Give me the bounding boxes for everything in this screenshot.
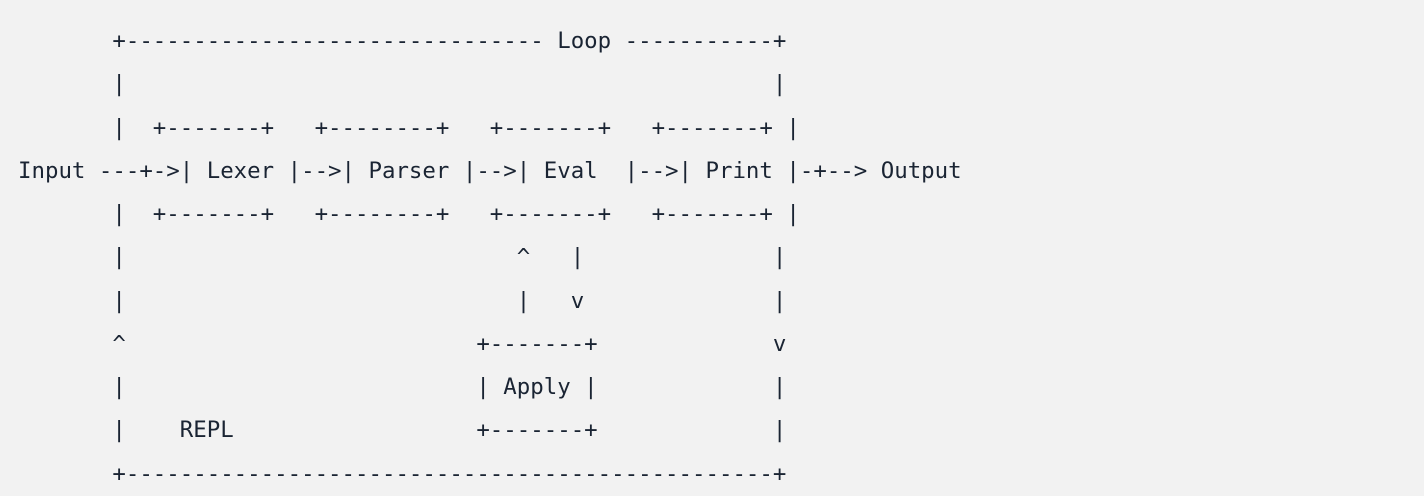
diagram-line: | +-------+ +--------+ +-------+ +------… (18, 201, 800, 227)
diagram-line: | | v | (18, 287, 787, 314)
diagram-line: +------------------------------- Loop --… (18, 28, 787, 54)
diagram-line: Input ---+->| Lexer |-->| Parser |-->| E… (18, 157, 962, 184)
diagram-line: ^ +-------+ v (18, 330, 787, 357)
diagram-line: | | Apply | | (18, 374, 787, 400)
repl-ascii-diagram: +------------------------------- Loop --… (18, 20, 962, 496)
diagram-line: | REPL +-------+ | (18, 417, 787, 444)
diagram-line: | ^ | | (18, 244, 787, 271)
diagram-line: +---------------------------------------… (18, 460, 787, 487)
diagram-line: | +-------+ +--------+ +-------+ +------… (18, 114, 800, 141)
diagram-line: | | (18, 71, 787, 98)
